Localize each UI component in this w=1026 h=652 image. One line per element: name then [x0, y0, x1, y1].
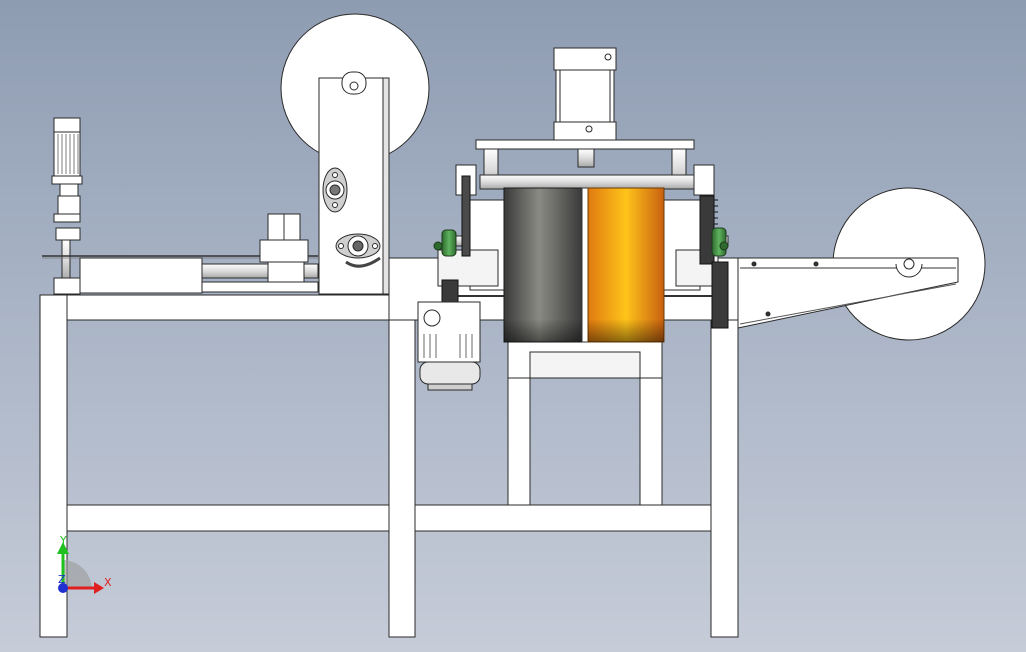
- z-axis-dot: [58, 583, 68, 593]
- cylinder-bottom-cap: [553, 121, 617, 141]
- press-rollers[interactable]: [503, 187, 665, 343]
- motor-cap: [53, 117, 81, 133]
- cylinder-rod: [577, 148, 595, 168]
- coupling-lower: [55, 227, 81, 241]
- slide-block: [259, 239, 309, 263]
- pillow-block-bearings: [433, 227, 729, 257]
- flange-bearing-upper: [322, 167, 348, 213]
- lower-gear-motor[interactable]: [417, 301, 481, 391]
- motor-fan-cover: [419, 361, 481, 385]
- cylinder-mount-plate: [475, 139, 695, 150]
- y-axis-label: Y: [59, 534, 67, 547]
- upper-crossbar: [479, 174, 699, 190]
- support-plate-side: [382, 77, 390, 295]
- motor-mount: [53, 277, 81, 295]
- drive-shaft: [61, 239, 71, 281]
- roller-gap: [581, 187, 589, 343]
- x-axis-label: X: [104, 576, 112, 589]
- output-table[interactable]: [737, 187, 986, 341]
- flange-bearing-lower: [335, 233, 381, 268]
- motor-flange: [51, 175, 83, 185]
- y-axis-arrow: [57, 542, 69, 554]
- cylinder-barrel: [555, 69, 615, 123]
- coupling-clamp: [53, 213, 81, 223]
- pneumatic-cylinder[interactable]: [475, 47, 695, 168]
- z-axis-label: Z: [58, 573, 66, 586]
- left-gear-motor[interactable]: [51, 117, 83, 295]
- reel-hub-icon: [349, 81, 359, 91]
- axis-triad: Y X Z: [57, 534, 112, 594]
- rewind-hub-icon: [895, 263, 923, 278]
- triad-arc: [64, 560, 92, 588]
- roller-stand-inner: [529, 351, 641, 379]
- slide-housing: [79, 257, 203, 294]
- frame-post-middle: [388, 257, 416, 638]
- green-bearing-left: [441, 229, 457, 257]
- left-linear-slide[interactable]: [42, 213, 319, 294]
- reel-support-plate[interactable]: [318, 71, 390, 295]
- coupling: [57, 195, 81, 215]
- x-axis-arrow: [94, 582, 104, 594]
- motor-neck: [59, 183, 79, 197]
- slide-bottom-plate: [201, 281, 319, 293]
